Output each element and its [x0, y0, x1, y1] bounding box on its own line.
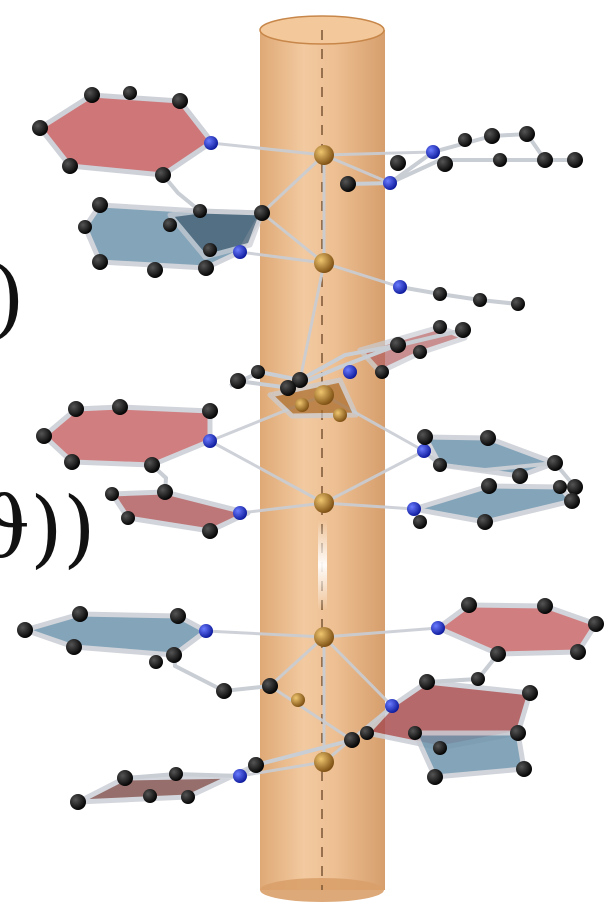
- nitrogen-atoms: [199, 136, 445, 783]
- metal-atom: [314, 493, 334, 513]
- nitrogen-atom: [199, 624, 213, 638]
- metal-atom: [314, 253, 334, 273]
- metal-atoms: [291, 145, 347, 772]
- metal-atom: [314, 627, 334, 647]
- nitrogen-atom: [393, 280, 407, 294]
- left-edge-glyph: ϑ)): [0, 479, 96, 577]
- left-edge-glyph: ): [0, 256, 25, 340]
- nitrogen-atom: [431, 621, 445, 635]
- metal-atom: [314, 145, 334, 165]
- nitrogen-atom: [383, 176, 397, 190]
- coordination-bonds: [205, 141, 439, 778]
- metal-atom: [295, 398, 309, 412]
- nitrogen-atom: [233, 769, 247, 783]
- nitrogen-atom: [233, 506, 247, 520]
- nitrogen-atom: [233, 245, 247, 259]
- nitrogen-atom: [204, 136, 218, 150]
- nitrogen-atom: [417, 444, 431, 458]
- metal-atom: [314, 752, 334, 772]
- nitrogen-atom: [203, 434, 217, 448]
- nitrogen-atom: [343, 365, 357, 379]
- carbon-atoms: [17, 86, 604, 810]
- nitrogen-atom: [385, 699, 399, 713]
- nitrogen-atom: [426, 145, 440, 159]
- column-highlight: [318, 520, 327, 610]
- metal-atom: [291, 693, 305, 707]
- metal-atom: [333, 408, 347, 422]
- nitrogen-atom: [407, 502, 421, 516]
- metal-atom: [314, 385, 334, 405]
